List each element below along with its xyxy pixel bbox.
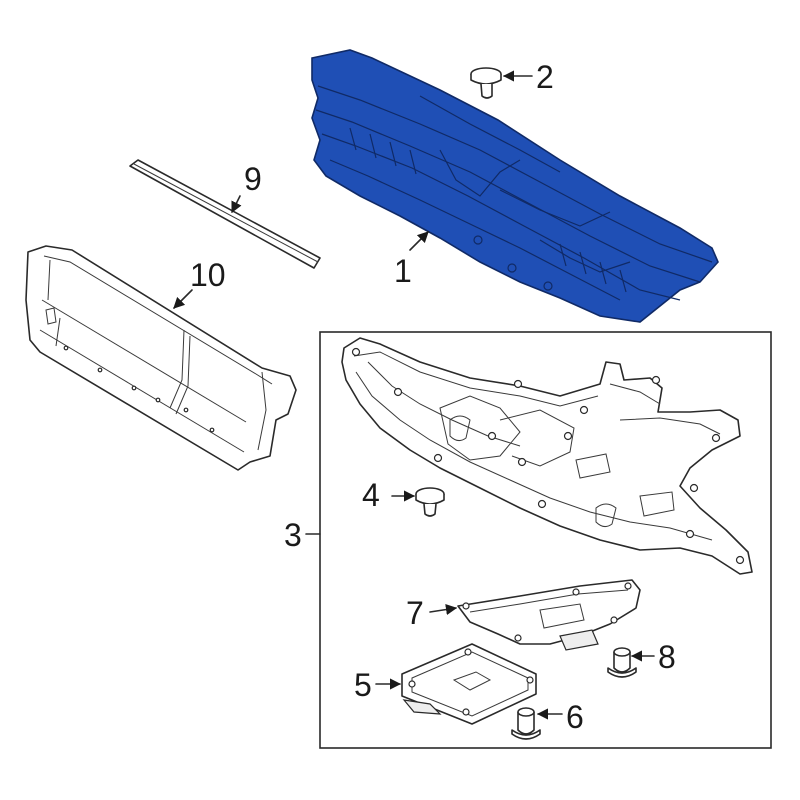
part-7-cover-panel[interactable] <box>457 579 641 651</box>
assembly-3-frame <box>319 331 772 749</box>
part-8-push-pin[interactable] <box>607 647 637 678</box>
callout-2: 2 <box>536 59 554 95</box>
callout-leaders <box>173 70 655 720</box>
part-1-upper-cover[interactable] <box>311 49 719 323</box>
callout-9: 9 <box>244 161 262 197</box>
part-3-splash-shield[interactable] <box>341 337 753 575</box>
part-5-access-panel[interactable] <box>401 643 537 725</box>
callout-8: 8 <box>658 639 676 675</box>
part-1-body <box>311 49 719 323</box>
callout-6: 6 <box>566 699 584 735</box>
callout-3: 3 <box>284 517 302 553</box>
callout-1: 1 <box>394 253 412 289</box>
part-10-air-deflector[interactable] <box>25 245 297 471</box>
part-1-details <box>315 85 713 301</box>
callout-4: 4 <box>362 477 380 513</box>
callout-5: 5 <box>354 667 372 703</box>
part-9-seal-strip[interactable] <box>129 159 321 269</box>
part-2-push-pin[interactable] <box>470 67 502 99</box>
callout-7: 7 <box>406 595 424 631</box>
part-6-push-pin[interactable] <box>511 707 541 740</box>
callout-10: 10 <box>190 257 226 293</box>
part-4-push-pin[interactable] <box>415 487 445 517</box>
